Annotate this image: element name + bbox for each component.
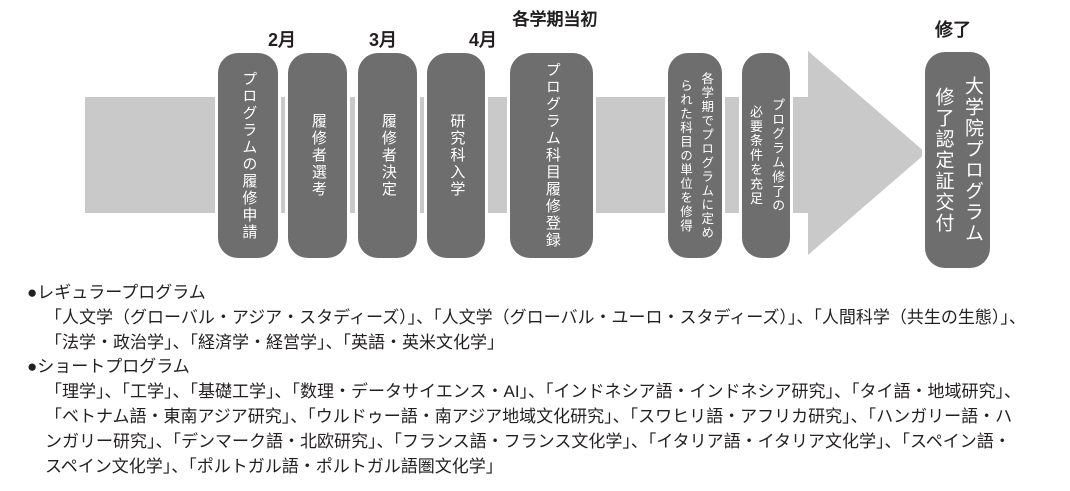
- step-label: 各学期でプログラムに定め られた科目の単位を修得: [678, 71, 714, 240]
- timeline-label-semester-start: 各学期当初: [512, 10, 598, 29]
- step-label: 研究科入学: [448, 113, 466, 198]
- step-credit-acquisition: 各学期でプログラムに定め られた科目の単位を修得: [668, 53, 722, 258]
- short-program-line: 「ベトナム語・東南アジア研究」、「ウルドゥー語・南アジア地域文化研究」、「スワヒ…: [45, 406, 1013, 426]
- timeline-label-april: 4月: [468, 30, 498, 50]
- short-program-line: スペイン文化学」、「ポルトガル語・ポルトガル語圏文化学」: [45, 456, 503, 476]
- short-program-line: ンガリー研究」、「デンマーク語・北欧研究」、「フランス語・フランス文化学」、「イ…: [45, 431, 1011, 451]
- step-label: プログラムの履修申請: [240, 70, 258, 241]
- step-student-selection: 履修者選考: [288, 53, 347, 258]
- step-certificate-issuance: 大学院プログラム 修了認定証交付: [925, 52, 990, 268]
- step-student-decision: 履修者決定: [358, 53, 417, 258]
- step-label: プログラム科目履修登録: [543, 62, 561, 249]
- step-program-application: プログラムの履修申請: [218, 53, 278, 258]
- short-program-line: 「理学」、「工学」、「基礎工学」、「数理・データサイエンス・AI」、「インドネシ…: [45, 382, 1022, 402]
- regular-program-line: 「人文学（グローバル・アジア・スタディーズ）」、「人文学（グローバル・ユーロ・ス…: [45, 307, 1026, 327]
- step-label: 履修者決定: [379, 113, 397, 198]
- regular-program-line: 「法学・政治学」、「経済学・経営学」、「英語・英米文化学」: [45, 332, 504, 352]
- program-lists: ●レギュラープログラム 「人文学（グローバル・アジア・スタディーズ）」、「人文学…: [27, 281, 1065, 479]
- timeline-label-february: 2月: [267, 30, 297, 50]
- step-label: プログラム修了の 必要条件を充足: [748, 97, 786, 214]
- step-label: 大学院プログラム 修了認定証交付: [932, 76, 983, 244]
- short-program-heading: ●ショートプログラム: [27, 357, 190, 377]
- step-label: 履修者選考: [309, 113, 327, 198]
- timeline-label-completion: 修了: [935, 20, 971, 40]
- timeline-arrow-head-icon: [808, 51, 926, 255]
- step-course-registration: プログラム科目履修登録: [510, 53, 593, 258]
- timeline-label-march: 3月: [368, 30, 398, 50]
- step-graduate-school-admission: 研究科入学: [427, 53, 485, 258]
- step-completion-requirements: プログラム修了の 必要条件を充足: [742, 53, 790, 258]
- regular-program-heading: ●レギュラープログラム: [27, 283, 206, 302]
